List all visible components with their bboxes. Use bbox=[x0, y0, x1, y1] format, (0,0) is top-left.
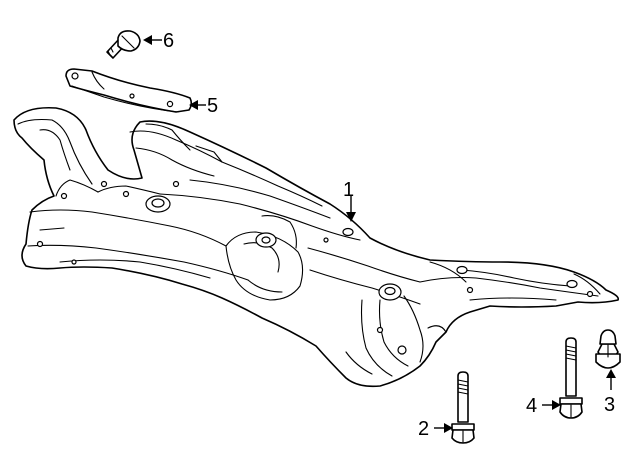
rear-bolt[interactable] bbox=[559, 337, 583, 419]
crossmember-frame[interactable] bbox=[13, 106, 620, 388]
callout-number-3: 3 bbox=[604, 394, 615, 416]
callout-number-6: 6 bbox=[163, 30, 174, 52]
support-bracket[interactable] bbox=[65, 68, 193, 113]
callout-2: 2 bbox=[418, 418, 453, 440]
callout-number-1: 1 bbox=[343, 179, 354, 201]
callout-1: 1 bbox=[343, 179, 356, 222]
nut[interactable] bbox=[595, 329, 621, 369]
callout-number-4: 4 bbox=[526, 395, 537, 417]
callout-number-2: 2 bbox=[418, 418, 429, 440]
callout-number-5: 5 bbox=[207, 95, 218, 117]
bracket-bolt[interactable] bbox=[106, 30, 141, 59]
callout-6: 6 bbox=[143, 30, 174, 52]
callout-4: 4 bbox=[526, 395, 561, 417]
callout-5: 5 bbox=[189, 95, 218, 117]
front-bolt[interactable] bbox=[451, 371, 475, 444]
callout-3: 3 bbox=[604, 369, 616, 416]
